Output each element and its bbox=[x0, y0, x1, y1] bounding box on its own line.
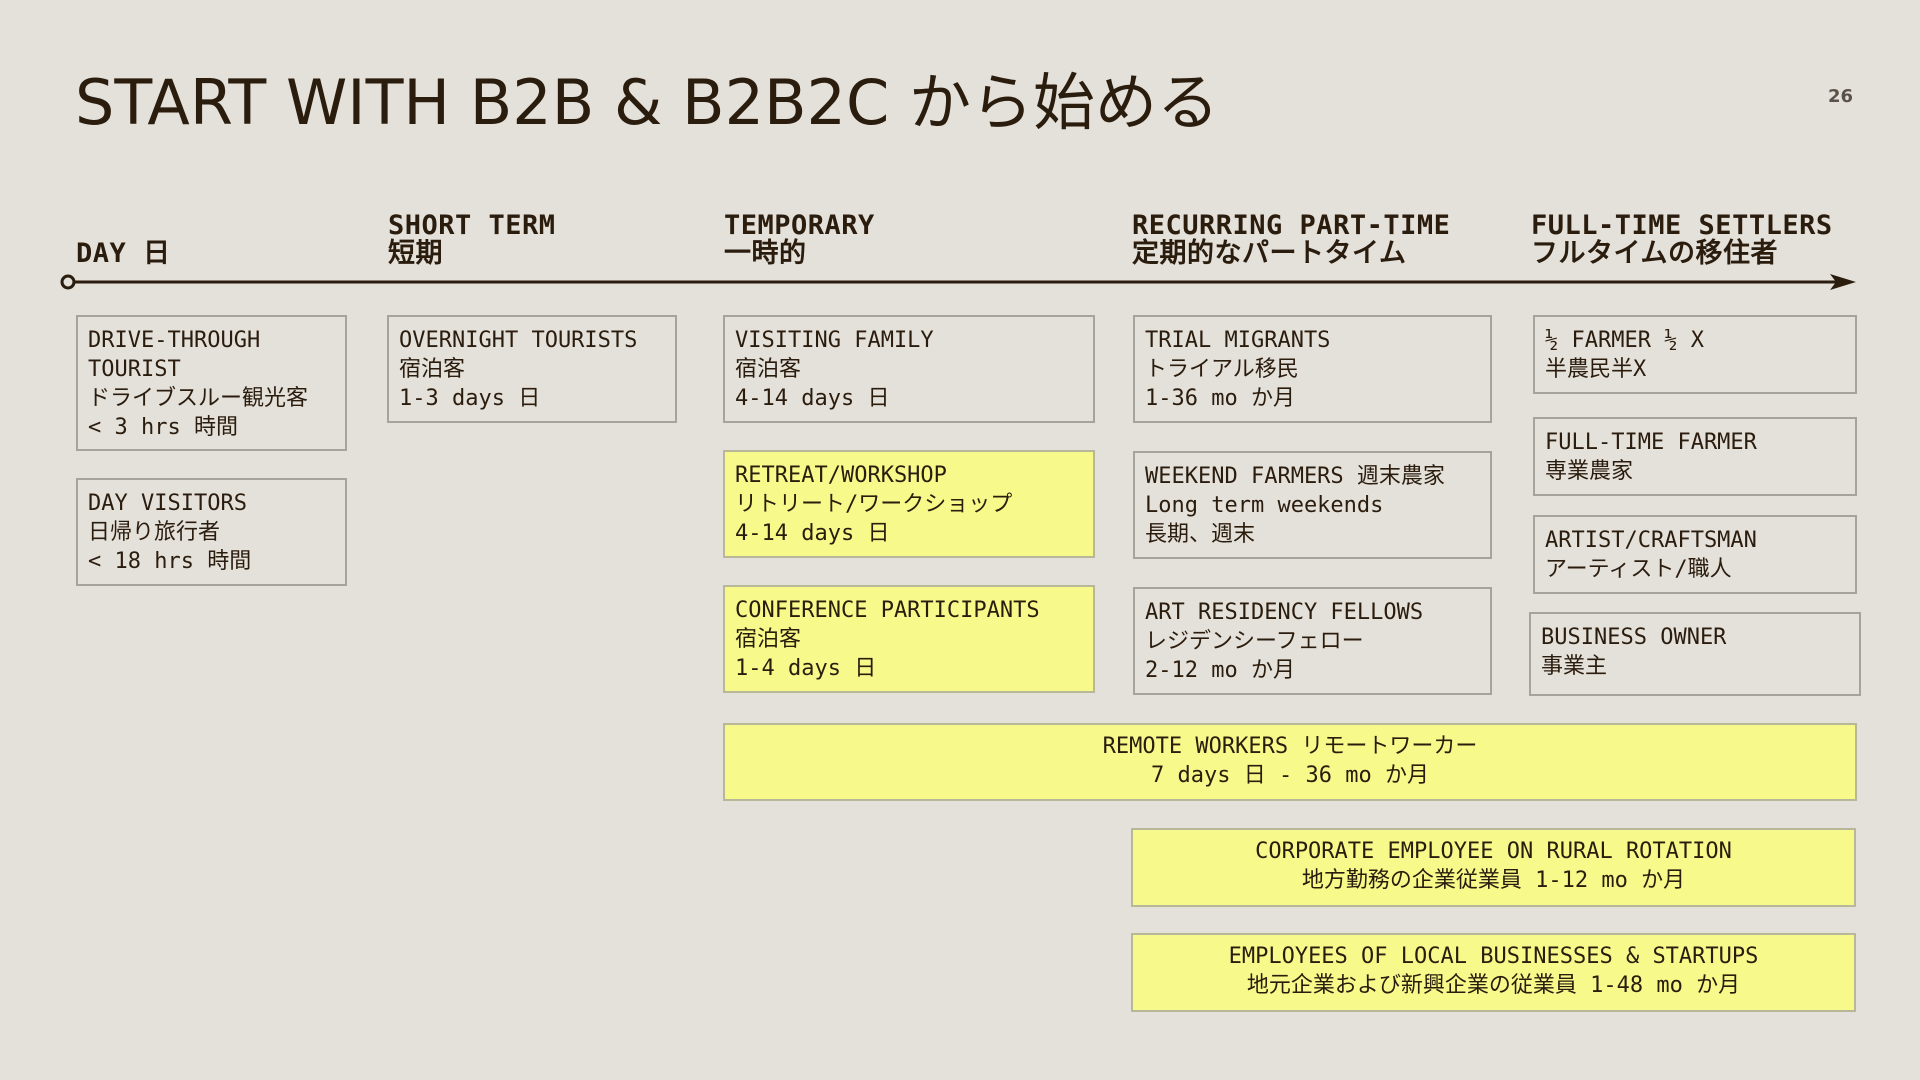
group-label-ja: 宿泊客 bbox=[735, 357, 802, 382]
stage-temporary-label-ja: 一時的 bbox=[724, 238, 807, 269]
stage-recurring-label: RECURRING PART-TIME bbox=[1132, 210, 1451, 241]
stage-day: DAY 日 bbox=[76, 240, 171, 268]
group-label: EMPLOYEES OF LOCAL BUSINESSES & STARTUPS bbox=[1228, 944, 1759, 969]
group-label-ja: レジデンシーフェロー bbox=[1145, 629, 1364, 654]
group-duration: 7 days 日 - 36 mo か月 bbox=[1151, 763, 1429, 788]
group-weekend-farmers: WEEKEND FARMERS 週末農家 Long term weekends … bbox=[1133, 451, 1492, 559]
group-duration: < 18 hrs 時間 bbox=[88, 549, 252, 574]
group-visiting-family: VISITING FAMILY 宿泊客 4-14 days 日 bbox=[723, 315, 1095, 423]
group-label-ja: ドライブスルー観光客 bbox=[88, 386, 309, 411]
stage-recurring: RECURRING PART-TIME 定期的なパートタイム bbox=[1132, 212, 1450, 268]
group-label-ja: 事業主 bbox=[1541, 654, 1608, 679]
timeline-arrow bbox=[60, 274, 1856, 290]
stage-recurring-label-ja: 定期的なパートタイム bbox=[1132, 238, 1407, 269]
slide-title: START WITH B2B & B2B2C から始める bbox=[75, 66, 1220, 139]
group-employees-local-businesses: EMPLOYEES OF LOCAL BUSINESSES & STARTUPS… bbox=[1131, 933, 1856, 1012]
timeline-arrowhead bbox=[1830, 274, 1856, 290]
timeline-start-dot bbox=[60, 274, 76, 290]
group-artist-craftsman: ARTIST/CRAFTSMAN アーティスト/職人 bbox=[1533, 515, 1857, 594]
group-label: Long term weekends bbox=[1145, 493, 1384, 518]
group-label: DAY VISITORS bbox=[88, 491, 247, 516]
group-label-ja: 地元企業および新興企業の従業員 1-48 mo か月 bbox=[1246, 973, 1741, 998]
group-label: TOURIST bbox=[88, 357, 181, 382]
stage-day-label: DAY 日 bbox=[76, 238, 171, 269]
group-duration: 4-14 days 日 bbox=[735, 386, 890, 411]
page-number: 26 bbox=[1828, 86, 1854, 107]
group-label: CORPORATE EMPLOYEE ON RURAL ROTATION bbox=[1255, 839, 1732, 864]
group-label-ja: 半農民半X bbox=[1545, 357, 1647, 382]
group-corporate-employee: CORPORATE EMPLOYEE ON RURAL ROTATION 地方勤… bbox=[1131, 828, 1856, 907]
group-duration: 1-4 days 日 bbox=[735, 656, 877, 681]
group-label-ja: 宿泊客 bbox=[399, 357, 466, 382]
stage-short-term-label-ja: 短期 bbox=[388, 238, 443, 269]
group-half-farmer: ½ FARMER ½ X 半農民半X bbox=[1533, 315, 1857, 394]
group-duration: 1-3 days 日 bbox=[399, 386, 541, 411]
group-label: CONFERENCE PARTICIPANTS bbox=[735, 598, 1040, 623]
group-label: BUSINESS OWNER bbox=[1541, 625, 1727, 650]
group-label: WEEKEND FARMERS 週末農家 bbox=[1145, 464, 1445, 489]
group-conference-participants: CONFERENCE PARTICIPANTS 宿泊客 1-4 days 日 bbox=[723, 585, 1095, 693]
group-duration: 4-14 days 日 bbox=[735, 521, 890, 546]
group-business-owner: BUSINESS OWNER 事業主 bbox=[1529, 612, 1861, 696]
group-label: ART RESIDENCY FELLOWS bbox=[1145, 600, 1424, 625]
group-label: REMOTE WORKERS リモートワーカー bbox=[1102, 734, 1478, 759]
group-retreat-workshop: RETREAT/WORKSHOP リトリート/ワークショップ 4-14 days… bbox=[723, 450, 1095, 558]
group-label-ja: 日帰り旅行者 bbox=[88, 520, 221, 545]
group-art-residency-fellows: ART RESIDENCY FELLOWS レジデンシーフェロー 2-12 mo… bbox=[1133, 587, 1492, 695]
group-overnight-tourists: OVERNIGHT TOURISTS 宿泊客 1-3 days 日 bbox=[387, 315, 677, 423]
group-trial-migrants: TRIAL MIGRANTS トライアル移民 1-36 mo か月 bbox=[1133, 315, 1492, 423]
group-label: RETREAT/WORKSHOP bbox=[735, 463, 947, 488]
group-drive-through-tourist: DRIVE-THROUGH TOURIST ドライブスルー観光客 < 3 hrs… bbox=[76, 315, 347, 451]
group-label: ARTIST/CRAFTSMAN bbox=[1545, 528, 1757, 553]
stage-temporary: TEMPORARY 一時的 bbox=[724, 212, 875, 268]
group-label-ja: 長期、週末 bbox=[1145, 522, 1256, 547]
group-day-visitors: DAY VISITORS 日帰り旅行者 < 18 hrs 時間 bbox=[76, 478, 347, 586]
group-label-ja: リトリート/ワークショップ bbox=[735, 492, 1013, 517]
stage-fulltime-label: FULL-TIME SETTLERS bbox=[1531, 210, 1833, 241]
group-label: VISITING FAMILY bbox=[735, 328, 934, 353]
group-label-ja: 地方勤務の企業従業員 1-12 mo か月 bbox=[1301, 868, 1686, 893]
group-duration: 1-36 mo か月 bbox=[1145, 386, 1295, 411]
group-label-ja: 宿泊客 bbox=[735, 627, 802, 652]
group-remote-workers: REMOTE WORKERS リモートワーカー 7 days 日 - 36 mo… bbox=[723, 723, 1857, 801]
group-duration: < 3 hrs 時間 bbox=[88, 415, 238, 440]
stage-fulltime-label-ja: フルタイムの移住者 bbox=[1531, 238, 1778, 269]
group-label: TRIAL MIGRANTS bbox=[1145, 328, 1331, 353]
stage-fulltime: FULL-TIME SETTLERS フルタイムの移住者 bbox=[1531, 212, 1833, 268]
group-label: ½ FARMER ½ X bbox=[1545, 328, 1704, 353]
group-label: OVERNIGHT TOURISTS bbox=[399, 328, 638, 353]
group-fulltime-farmer: FULL-TIME FARMER 専業農家 bbox=[1533, 417, 1857, 496]
group-duration: 2-12 mo か月 bbox=[1145, 658, 1295, 683]
stage-short-term-label: SHORT TERM bbox=[388, 210, 556, 241]
group-label-ja: トライアル移民 bbox=[1145, 357, 1299, 382]
group-label-ja: 専業農家 bbox=[1545, 459, 1634, 484]
stage-short-term: SHORT TERM 短期 bbox=[388, 212, 556, 268]
group-label-ja: アーティスト/職人 bbox=[1545, 557, 1732, 582]
stage-temporary-label: TEMPORARY bbox=[724, 210, 875, 241]
group-label: DRIVE-THROUGH bbox=[88, 328, 261, 353]
group-label: FULL-TIME FARMER bbox=[1545, 430, 1757, 455]
